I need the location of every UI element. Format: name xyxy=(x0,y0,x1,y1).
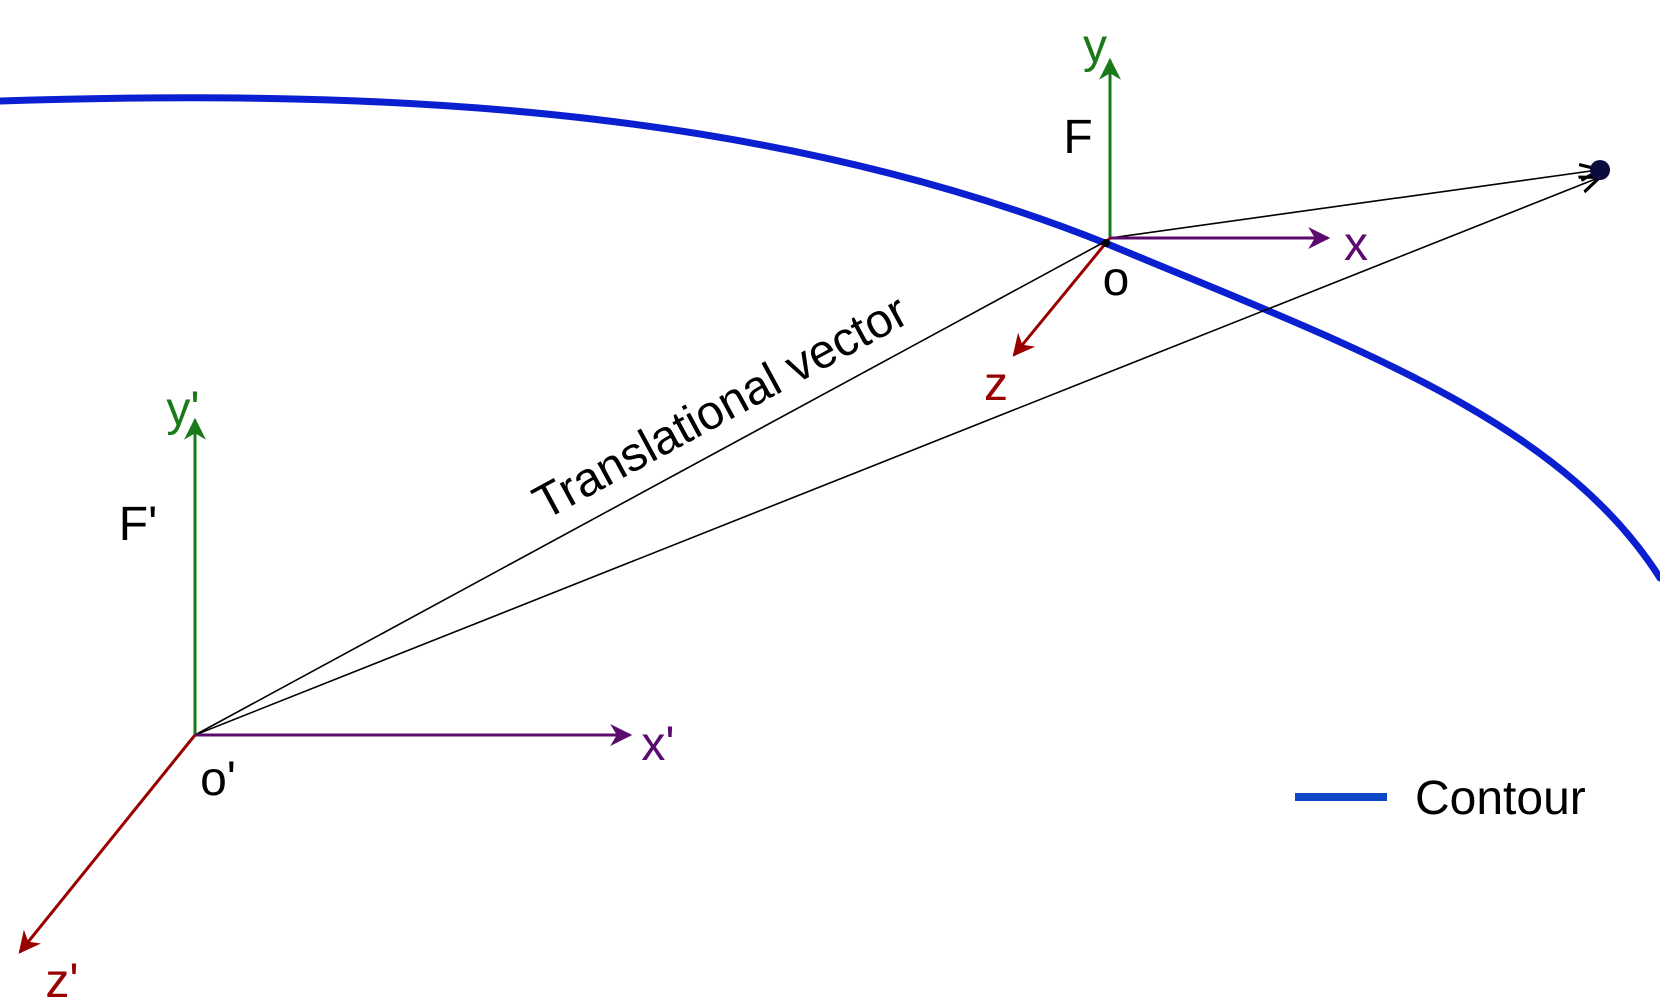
global-origin-label: o' xyxy=(200,753,236,806)
target-point xyxy=(1590,160,1610,180)
translational-vector-label: Translational vector xyxy=(525,285,917,531)
contour-curve xyxy=(0,94,1660,582)
global-frame-label: F' xyxy=(119,498,157,551)
local-z-axis xyxy=(1012,237,1112,357)
legend: Contour xyxy=(1295,772,1586,825)
local-frame-label: F xyxy=(1063,111,1092,164)
global-y-label: y' xyxy=(166,383,199,436)
global-x-label: x' xyxy=(641,718,674,771)
global-z-label: z' xyxy=(45,955,78,1004)
local-z-label: z xyxy=(984,358,1008,411)
global-position-vector xyxy=(194,178,1598,736)
legend-contour-label: Contour xyxy=(1415,772,1586,825)
local-y-label: y xyxy=(1083,20,1107,73)
translational-vector xyxy=(194,239,1109,736)
local-position-vector xyxy=(1109,170,1598,239)
local-x-label: x xyxy=(1344,218,1368,271)
global-z-axis xyxy=(18,734,197,954)
local-origin-label: o xyxy=(1103,253,1130,306)
local-origin-dot xyxy=(1102,239,1110,247)
